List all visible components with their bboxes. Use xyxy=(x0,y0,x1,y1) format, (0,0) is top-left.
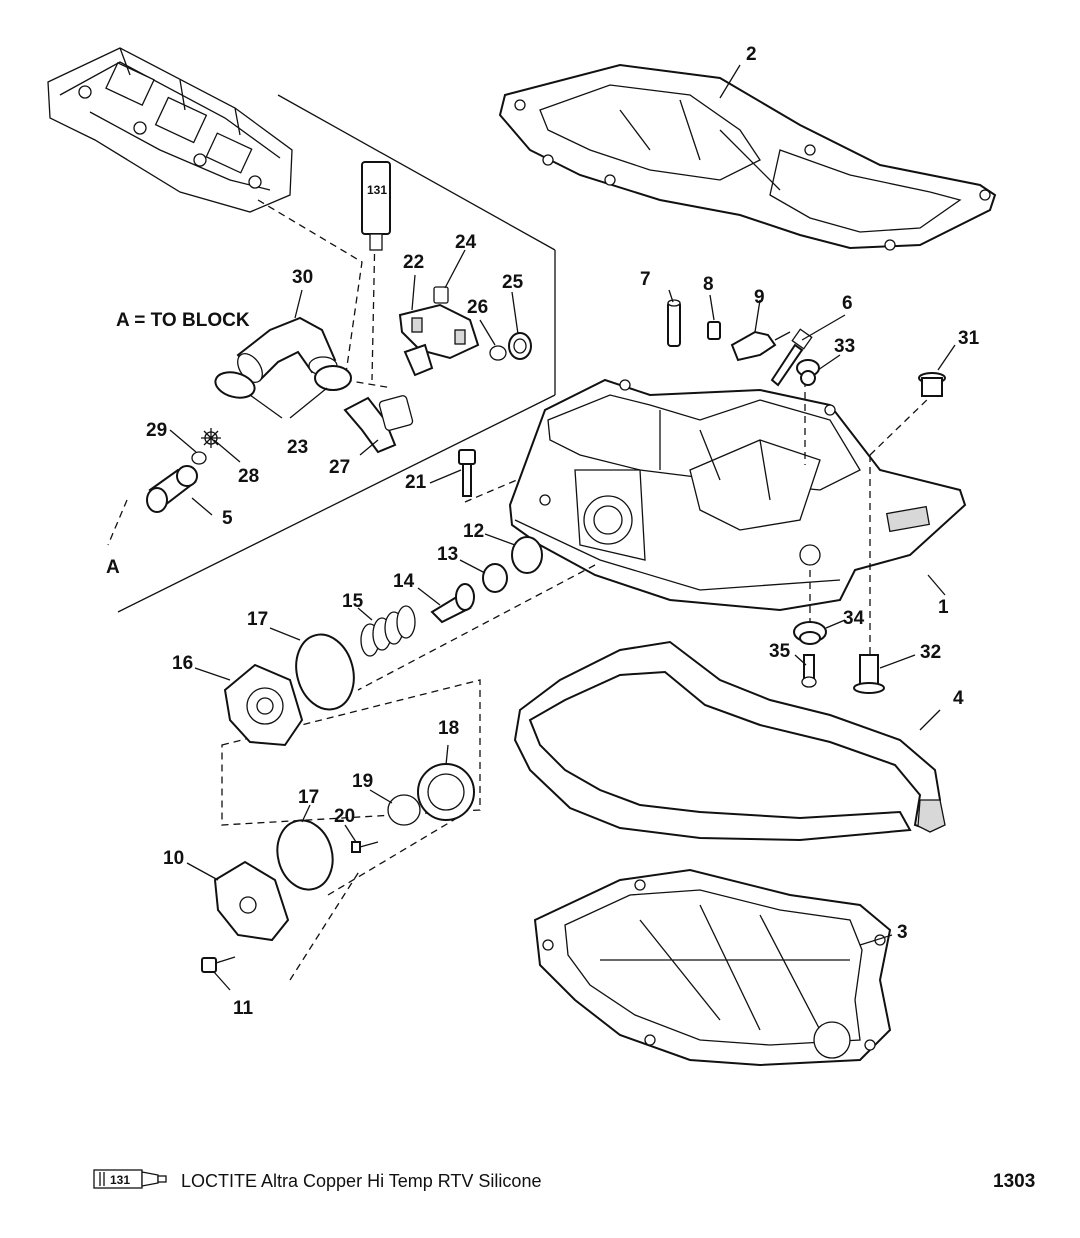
part-21-bolt xyxy=(458,449,476,497)
sealant-tube-131: 131 xyxy=(361,161,391,251)
part-11-bolt xyxy=(201,956,236,973)
part-25-fitting xyxy=(508,332,532,360)
callout-17-lower: 17 xyxy=(298,787,319,808)
leader-dash-16 xyxy=(357,564,596,691)
part-31-sleeve xyxy=(918,372,946,397)
leader-dash-31 xyxy=(869,394,933,456)
callout-11: 11 xyxy=(233,998,254,1019)
part-12-seal xyxy=(511,536,543,574)
callout-31: 31 xyxy=(958,328,980,349)
callout-19: 19 xyxy=(352,771,373,792)
callout-9: 9 xyxy=(754,287,765,308)
callout-2: 2 xyxy=(746,44,757,65)
part-8-sleeve xyxy=(707,321,721,340)
callout-13: 13 xyxy=(437,544,458,565)
callout-32: 32 xyxy=(920,642,941,663)
part-24-insert xyxy=(433,286,449,304)
callout-23: 23 xyxy=(287,437,308,458)
part-17-gasket-lower xyxy=(276,819,334,891)
callout-labels: 1 2 3 4 5 6 7 8 9 10 11 12 13 14 15 16 1… xyxy=(106,44,980,1019)
part-18-diaphragm xyxy=(417,763,475,821)
leader-dash-10 xyxy=(327,814,463,896)
callout-17-upper: 17 xyxy=(247,609,268,630)
callout-10: 10 xyxy=(163,848,184,869)
part-10-cover xyxy=(213,860,290,942)
callout-4: 4 xyxy=(953,688,964,709)
callout-20: 20 xyxy=(334,806,355,827)
callout-30: 30 xyxy=(292,267,313,288)
part-27-elbow xyxy=(343,395,414,454)
part-22-housing xyxy=(398,303,480,377)
leader-dash-11 xyxy=(289,869,361,981)
part-16-cover xyxy=(223,663,304,747)
callout-12: 12 xyxy=(463,521,484,542)
page-number: 1303 xyxy=(993,1171,1035,1192)
callout-16: 16 xyxy=(172,653,193,674)
part-33-grommet xyxy=(796,359,820,386)
callout-22: 22 xyxy=(403,252,424,273)
part-20-screw xyxy=(351,841,379,853)
callout-29: 29 xyxy=(146,420,167,441)
callout-3: 3 xyxy=(897,922,908,943)
part-32-sleeve xyxy=(853,654,885,694)
sub-assembly-dash-box xyxy=(221,679,481,826)
callout-26: 26 xyxy=(467,297,488,318)
part-15-spring xyxy=(360,605,416,657)
callout-7: 7 xyxy=(640,269,651,290)
part-26-o-ring xyxy=(489,345,507,361)
legend-tube-label: 131 xyxy=(110,1173,130,1187)
engine-block-illustration xyxy=(47,47,293,213)
part-35-fitting xyxy=(801,654,817,688)
part-29-o-ring xyxy=(191,451,207,465)
callout-1: 1 xyxy=(938,597,949,618)
part-3-gasket xyxy=(533,868,892,1067)
callout-14: 14 xyxy=(393,571,415,592)
part-34-grommet xyxy=(793,621,827,645)
part-9-fitting xyxy=(730,330,791,362)
callout-35: 35 xyxy=(769,641,791,662)
part-28-impeller xyxy=(201,428,221,448)
callout-33: 33 xyxy=(834,336,855,357)
part-1-housing xyxy=(508,378,967,612)
legend: 131 LOCTITE Altra Copper Hi Temp RTV Sil… xyxy=(93,1169,1035,1192)
part-2-gasket xyxy=(498,63,997,251)
callout-28: 28 xyxy=(238,466,259,487)
callout-5: 5 xyxy=(222,508,233,529)
callout-25: 25 xyxy=(502,272,524,293)
legend-text: LOCTITE Altra Copper Hi Temp RTV Silicon… xyxy=(181,1171,541,1191)
part-4-seal xyxy=(513,640,946,842)
part-23-clamps xyxy=(214,365,352,419)
callout-6: 6 xyxy=(842,293,853,314)
part-14-valve xyxy=(430,583,475,624)
part-13-ring xyxy=(482,563,508,593)
callout-8: 8 xyxy=(703,274,714,295)
leader-lines xyxy=(169,64,956,991)
legend-tube-nozzle xyxy=(141,1171,159,1187)
to-block-note: A = TO BLOCK xyxy=(116,310,250,331)
callout-18: 18 xyxy=(438,718,459,739)
callout-15: 15 xyxy=(342,591,364,612)
marker-a: A xyxy=(106,557,120,578)
part-17-gasket-upper xyxy=(295,633,355,711)
callout-34: 34 xyxy=(843,608,865,629)
part-6-screw xyxy=(770,328,813,387)
part-5-fitting xyxy=(146,465,198,513)
part-19-disc xyxy=(387,794,421,826)
part-7-pin xyxy=(667,299,681,347)
callout-27: 27 xyxy=(329,457,350,478)
callout-21: 21 xyxy=(405,472,427,493)
callout-24: 24 xyxy=(455,232,477,253)
tube-label: 131 xyxy=(367,183,387,197)
